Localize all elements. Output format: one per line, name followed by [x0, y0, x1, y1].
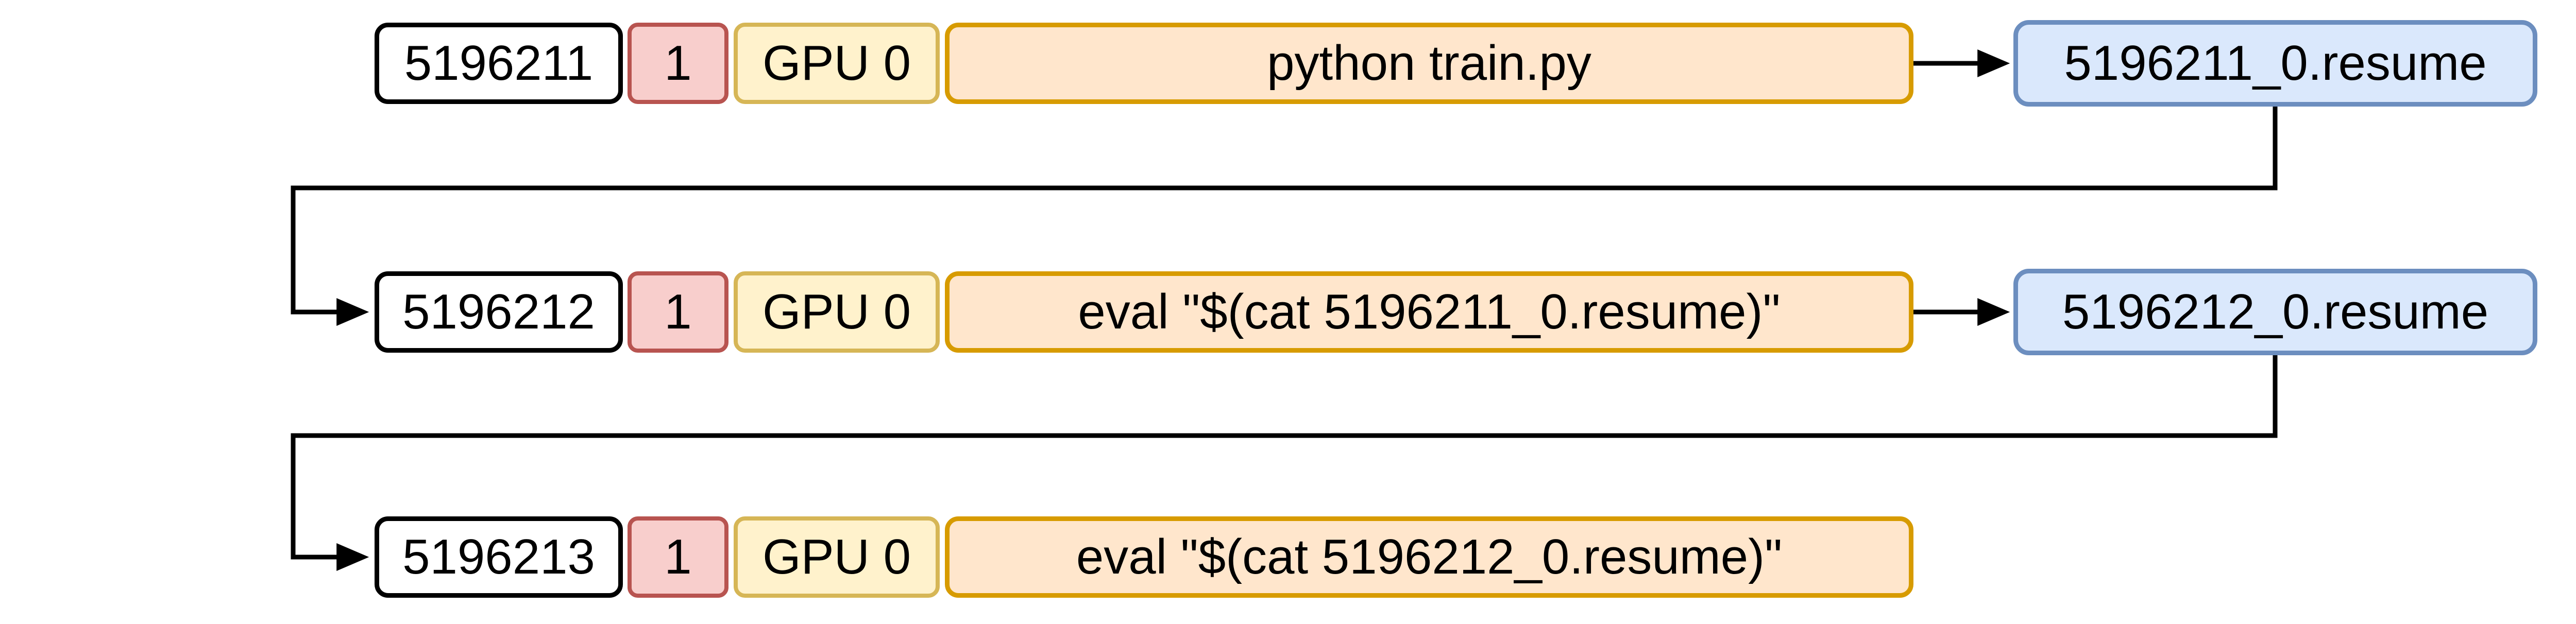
gpu-box-3: GPU 0	[734, 516, 940, 598]
connector-resume2-to-job3	[291, 355, 2278, 571]
resume-node-2: 5196212_0.resume	[2013, 269, 2537, 355]
ntasks-box-1: 1	[628, 23, 728, 104]
command-box-1: python train.py	[945, 23, 1913, 104]
job-id-box-1: 5196211	[375, 23, 623, 104]
gpu-box-1: GPU 0	[734, 23, 940, 104]
gpu-box-2: GPU 0	[734, 271, 940, 353]
resume-node-1: 5196211_0.resume	[2013, 20, 2537, 107]
ntasks-box-3: 1	[628, 516, 728, 598]
job-id-box-2: 5196212	[375, 271, 623, 353]
connector-resume1-to-job2	[291, 107, 2278, 326]
job-id-box-3: 5196213	[375, 516, 623, 598]
ntasks-box-2: 1	[628, 271, 728, 353]
command-box-2: eval "$(cat 5196211_0.resume)"	[945, 271, 1913, 353]
command-box-3: eval "$(cat 5196212_0.resume)"	[945, 516, 1913, 598]
